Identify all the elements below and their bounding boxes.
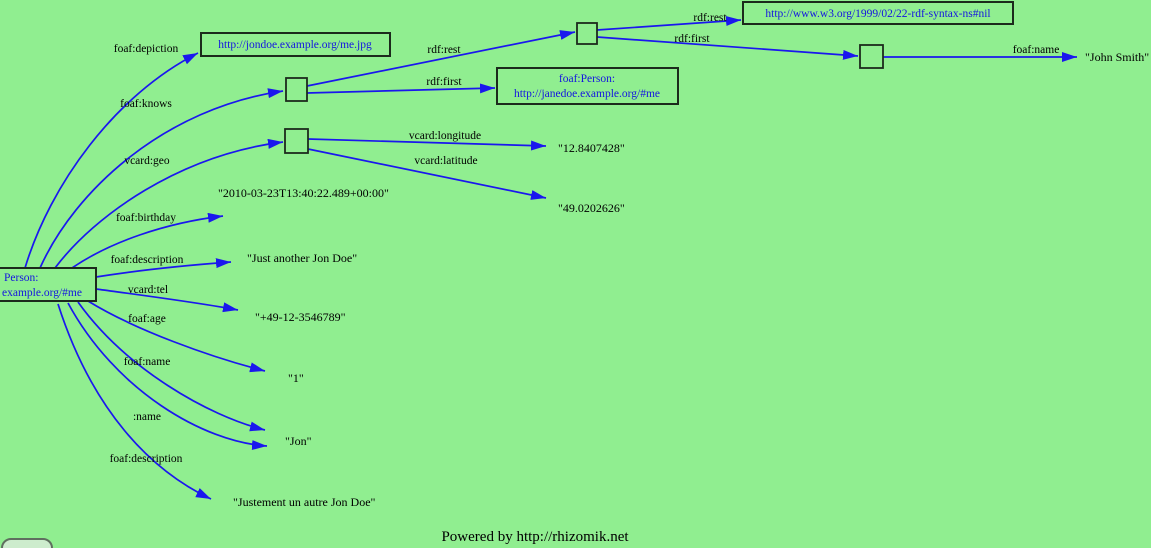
edge-foaf-age <box>87 300 266 373</box>
edge-foaf-depiction <box>24 52 199 269</box>
edge-label-vcard-geo: vcard:geo <box>124 155 170 167</box>
edge-rdf-rest-2 <box>596 16 742 31</box>
edge-label-vcard-tel: vcard:tel <box>128 284 168 296</box>
edge-label-foaf-description-1: foaf:description <box>111 254 184 266</box>
edge-foaf-knows <box>39 88 284 269</box>
edge-vcard-longitude <box>307 138 547 151</box>
edge-label-rdf-first-2: rdf:first <box>674 33 710 45</box>
edge-foaf-description-2 <box>57 303 212 500</box>
edge-label-rdf-rest-2: rdf:rest <box>693 12 727 24</box>
uri-node-me[interactable]: Person: example.org/#me <box>0 267 97 302</box>
literal-description-1: "Just another Jon Doe" <box>247 251 357 265</box>
literal-tel: "+49-12-3546789" <box>255 310 346 324</box>
literal-description-2: "Justement un autre Jon Doe" <box>233 495 376 509</box>
uri-node-janedoe-line1: foaf:Person: <box>559 73 615 85</box>
uri-node-rdf-nil[interactable]: http://www.w3.org/1999/02/22-rdf-syntax-… <box>742 1 1014 25</box>
edge-label-foaf-knows: foaf:knows <box>120 98 172 110</box>
edge-label-rdf-rest-1: rdf:rest <box>427 44 461 56</box>
uri-node-rdf-nil-box <box>742 1 1014 25</box>
edge-name-default-ns <box>67 302 268 451</box>
uri-node-depiction[interactable]: http://jondoe.example.org/me.jpg <box>200 32 391 57</box>
edge-rdf-first-2 <box>596 36 859 60</box>
literal-name-jon: "Jon" <box>285 434 312 448</box>
uri-node-depiction-text: http://jondoe.example.org/me.jpg <box>218 39 372 51</box>
literal-john-smith: "John Smith" <box>1085 50 1149 64</box>
edge-vcard-latitude <box>307 148 547 200</box>
corner-control-button[interactable] <box>1 538 53 548</box>
edge-label-foaf-description-2: foaf:description <box>110 453 183 465</box>
blank-node-knows-list-1 <box>285 77 308 102</box>
edge-rdf-rest-1 <box>306 30 576 87</box>
edge-foaf-birthday <box>71 212 224 269</box>
literal-longitude: "12.8407428" <box>558 141 625 155</box>
uri-node-janedoe-line2: http://janedoe.example.org/#me <box>514 88 660 100</box>
uri-node-me-line2: example.org/#me <box>2 287 82 299</box>
edge-label-foaf-name-1: foaf:name <box>124 356 171 368</box>
edge-label-vcard-latitude: vcard:latitude <box>414 155 477 167</box>
edge-label-foaf-birthday: foaf:birthday <box>116 212 176 224</box>
edge-foaf-description-1 <box>95 258 232 278</box>
literal-latitude: "49.0202626" <box>558 201 625 215</box>
powered-by-link[interactable]: Powered by http://rhizomik.net <box>441 529 629 545</box>
uri-node-janedoe[interactable]: foaf:Person: http://janedoe.example.org/… <box>496 67 679 105</box>
blank-node-knows-list-2 <box>576 22 598 45</box>
uri-node-me-line1: Person: <box>4 272 39 284</box>
edge-label-rdf-first-1: rdf:first <box>426 76 462 88</box>
edge-label-foaf-name-3: foaf:name <box>1013 44 1060 56</box>
edge-vcard-geo <box>54 138 284 269</box>
uri-node-rdf-nil-text: http://www.w3.org/1999/02/22-rdf-syntax-… <box>765 8 990 20</box>
literal-birthday: "2010-03-23T13:40:22.489+00:00" <box>218 186 389 200</box>
edge-foaf-name-1 <box>77 301 266 432</box>
blank-node-geo <box>284 128 309 154</box>
edge-label-foaf-age: foaf:age <box>128 313 166 325</box>
edge-label-foaf-depiction: foaf:depiction <box>114 43 179 55</box>
edge-label-vcard-longitude: vcard:longitude <box>409 130 481 142</box>
uri-node-depiction-box <box>200 32 391 57</box>
literal-age: "1" <box>288 371 304 385</box>
blank-node-john-smith <box>859 44 884 69</box>
uri-node-me-box <box>0 267 97 302</box>
edge-label-name-default-ns: :name <box>133 411 161 423</box>
edge-vcard-tel <box>95 288 239 313</box>
edge-rdf-first-1 <box>306 83 496 94</box>
uri-node-janedoe-box <box>496 67 679 105</box>
